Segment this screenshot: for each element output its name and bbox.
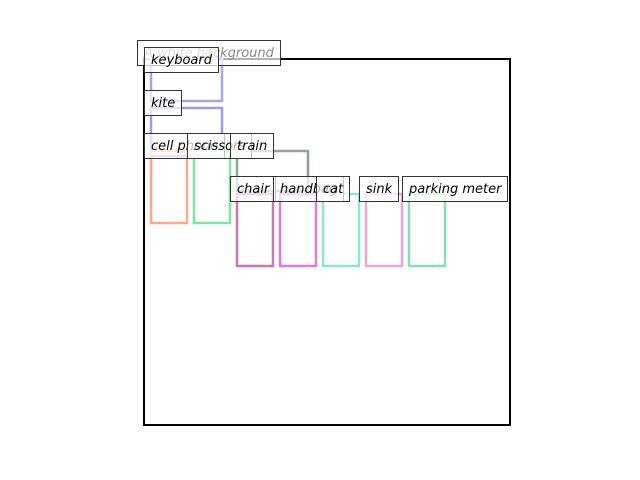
label-chair: chair (230, 176, 277, 202)
label-train: train (230, 133, 275, 159)
bbox-parking-meter (407, 192, 447, 268)
label-parking-meter: parking meter (402, 176, 509, 202)
bbox-cell-phone (149, 149, 189, 225)
bbox-sink (364, 192, 404, 268)
bbox-chair (235, 192, 275, 268)
bbox-scissors (192, 149, 232, 225)
label-cat: cat (316, 176, 351, 202)
bbox-handbag (278, 192, 318, 268)
bbox-cat (321, 192, 361, 268)
label-sink: sink (359, 176, 400, 202)
label-keyboard: keyboard (144, 47, 219, 73)
label-kite: kite (144, 90, 183, 116)
scene-frame (143, 58, 511, 426)
